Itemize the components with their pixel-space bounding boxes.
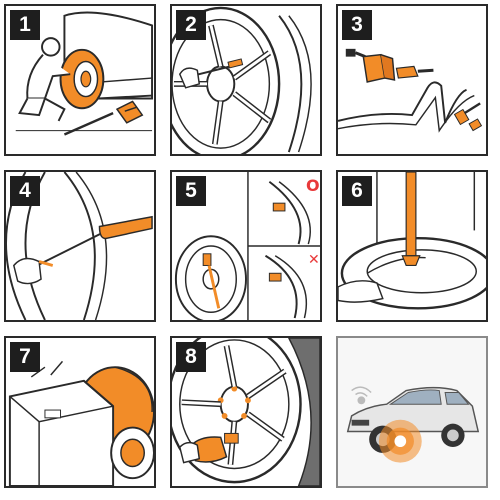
wrong-mark: ✕ (308, 252, 320, 268)
step-2-panel: 2 (170, 4, 322, 156)
step-3-panel: 3 (336, 4, 488, 156)
inflating-tire-illustration (8, 360, 154, 486)
car-with-tpms-illustration (338, 338, 486, 486)
step-4-panel: 4 (4, 170, 156, 322)
step-number-badge: 1 (10, 10, 40, 40)
removing-valve-core-illustration (172, 6, 312, 154)
step-number-badge: 5 (176, 176, 206, 206)
step-number-badge: 6 (342, 176, 372, 206)
correct-mark: O (306, 176, 320, 195)
step-number-badge: 2 (176, 10, 206, 40)
car-with-tpms-panel (336, 336, 488, 488)
step-1-panel: 1 (4, 4, 156, 156)
step-7-panel: 7 (4, 336, 156, 488)
valve-position-check-illustration (174, 172, 320, 320)
step-8-panel: 8 (170, 336, 322, 488)
step-6-panel: 6 (336, 170, 488, 322)
tightening-sensor-nut-illustration (172, 338, 320, 486)
step-5-panel: 5 O ✕ (170, 170, 322, 322)
tpms-sensor-parts-illustration (338, 48, 483, 133)
lifting-tire-bead-illustration (338, 172, 486, 310)
jacking-up-car-illustration (15, 11, 154, 136)
step-number-badge: 4 (10, 176, 40, 206)
step-number-badge: 3 (342, 10, 372, 40)
step-number-badge: 7 (10, 342, 40, 372)
step-number-badge: 8 (176, 342, 206, 372)
